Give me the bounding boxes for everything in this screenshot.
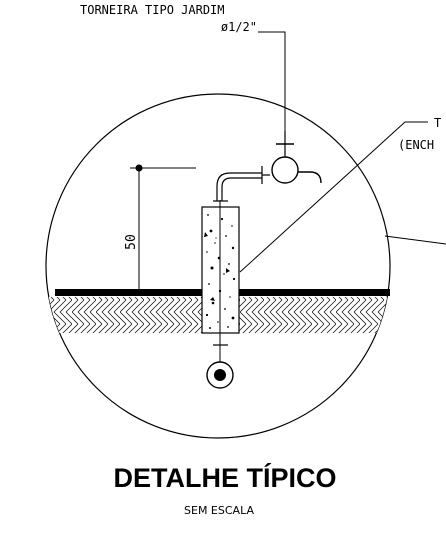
height-dimension-label: 50 — [124, 234, 139, 250]
faucet-leader — [258, 31, 286, 131]
detail-subtitle: SEM ESCALA — [184, 504, 254, 517]
right-label-line1: T — [434, 116, 441, 130]
height-dimension: 50 — [124, 164, 196, 290]
garden-faucet — [271, 131, 322, 184]
concrete-speckle — [204, 214, 236, 329]
right-label-line2: (ENCH — [398, 138, 434, 152]
faucet-name-label: TORNEIRA TIPO JARDIM — [80, 3, 225, 17]
post-leader — [239, 121, 428, 273]
detail-title: DETALHE TÍPICO — [113, 462, 336, 493]
detail-circle — [45, 93, 391, 439]
faucet-diameter-label: ø1/2" — [221, 20, 257, 34]
circle-leader — [384, 235, 446, 245]
pipe-section-symbol — [206, 345, 234, 389]
pipe-elbow — [216, 172, 262, 201]
